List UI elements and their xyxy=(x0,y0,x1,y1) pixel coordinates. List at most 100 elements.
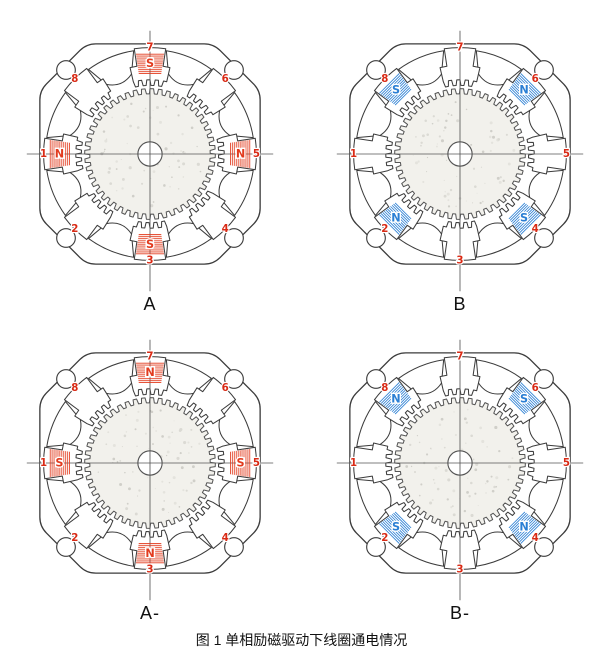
polarity-label-pole-4: N xyxy=(519,521,528,534)
pole-number-1: 1 xyxy=(40,148,47,160)
pole-number-4: 4 xyxy=(222,223,229,235)
pole-number-5: 5 xyxy=(563,148,570,160)
coil-winding-pole-2 xyxy=(379,202,412,235)
rotor-texture xyxy=(405,408,514,517)
diagram-label-b: B xyxy=(453,294,467,314)
stator-pole xyxy=(373,192,424,241)
pole-number-4: 4 xyxy=(532,223,539,235)
mounting-hole xyxy=(56,60,76,80)
coil-winding-pole-1 xyxy=(49,449,70,477)
polarity-label-pole-6: S xyxy=(520,392,528,405)
stator-pole xyxy=(188,499,237,550)
mounting-hole xyxy=(56,537,76,557)
mounting-hole xyxy=(224,369,244,389)
coil-winding-pole-4 xyxy=(508,202,541,235)
pole-number-1: 1 xyxy=(350,457,357,469)
mounting-hole xyxy=(56,369,76,389)
diagram-label-b-minus: B- xyxy=(450,603,470,623)
pole-number-2: 2 xyxy=(71,532,78,544)
pole-number-3: 3 xyxy=(456,563,463,575)
pole-number-4: 4 xyxy=(222,532,229,544)
coil-winding-pole-6 xyxy=(508,382,541,415)
coil-winding-pole-8 xyxy=(379,73,412,106)
pole-number-5: 5 xyxy=(563,457,570,469)
mounting-hole xyxy=(366,228,386,248)
rotor-texture xyxy=(412,101,516,208)
polarity-label-pole-7: S xyxy=(146,57,154,70)
pole-number-8: 8 xyxy=(71,382,78,394)
mounting-hole xyxy=(366,60,386,80)
pole-number-6: 6 xyxy=(222,73,229,85)
pole-number-8: 8 xyxy=(381,73,388,85)
polarity-label-pole-3: S xyxy=(146,238,154,251)
stator-pole xyxy=(373,501,424,550)
motor-cross-section-a: S N N S 1 2 3 4 5 6 7 8 xyxy=(26,30,274,292)
figure-caption: 图 1 单相励磁驱动下线圈通电情况 xyxy=(195,632,408,648)
mounting-hole xyxy=(534,369,554,389)
polarity-label-pole-3: N xyxy=(145,547,154,560)
diagram-label-a: A xyxy=(143,294,157,314)
diagram-label-a-minus: A- xyxy=(140,603,160,623)
pole-number-7: 7 xyxy=(146,42,153,54)
mounting-hole xyxy=(366,537,386,557)
pole-number-5: 5 xyxy=(253,457,260,469)
pole-number-3: 3 xyxy=(146,254,153,266)
mounting-hole xyxy=(224,537,244,557)
stator-pole xyxy=(498,499,547,550)
pole-number-1: 1 xyxy=(350,148,357,160)
stator-pole xyxy=(186,376,237,425)
coil-winding-pole-5 xyxy=(230,449,251,477)
stator-pole xyxy=(63,192,114,241)
mounting-hole xyxy=(56,228,76,248)
coil-winding-pole-4 xyxy=(508,511,541,544)
motor-figure-a: S N N S 1 2 3 4 5 6 7 8 A xyxy=(10,14,290,315)
pole-number-3: 3 xyxy=(146,563,153,575)
pole-number-8: 8 xyxy=(71,73,78,85)
stator-pole xyxy=(63,376,112,427)
polarity-label-pole-8: N xyxy=(391,392,400,405)
polarity-label-pole-1: N xyxy=(55,147,64,160)
coil-winding-pole-3 xyxy=(136,234,164,255)
pole-number-2: 2 xyxy=(381,223,388,235)
pole-number-7: 7 xyxy=(456,42,463,54)
mounting-hole xyxy=(224,60,244,80)
coil-winding-pole-3 xyxy=(136,543,164,564)
stator-pole xyxy=(63,67,112,118)
polarity-label-pole-8: S xyxy=(392,83,400,96)
pole-number-3: 3 xyxy=(456,254,463,266)
pole-number-7: 7 xyxy=(146,351,153,363)
polarity-label-pole-4: S xyxy=(520,212,528,225)
stator-pole xyxy=(496,67,547,116)
stator-pole xyxy=(63,501,114,550)
mounting-hole xyxy=(534,537,554,557)
coil-winding-pole-8 xyxy=(379,382,412,415)
pole-number-2: 2 xyxy=(381,532,388,544)
coil-winding-pole-1 xyxy=(49,140,70,168)
polarity-label-pole-5: S xyxy=(237,457,245,470)
coil-winding-pole-7 xyxy=(136,53,164,74)
pole-number-5: 5 xyxy=(253,148,260,160)
coil-winding-pole-6 xyxy=(508,73,541,106)
mounting-hole xyxy=(534,228,554,248)
stator-pole xyxy=(498,190,547,241)
coil-winding-pole-2 xyxy=(379,511,412,544)
pole-number-8: 8 xyxy=(381,382,388,394)
polarity-label-pole-2: N xyxy=(391,212,400,225)
polarity-label-pole-6: N xyxy=(519,83,528,96)
polarity-label-pole-7: N xyxy=(145,366,154,379)
rotor-texture xyxy=(97,409,201,516)
mounting-hole xyxy=(534,60,554,80)
pole-number-7: 7 xyxy=(456,351,463,363)
pole-number-1: 1 xyxy=(40,457,47,469)
stator-pole xyxy=(186,67,237,116)
polarity-label-pole-5: N xyxy=(236,147,245,160)
coil-winding-pole-7 xyxy=(136,362,164,383)
polarity-label-pole-2: S xyxy=(392,521,400,534)
pole-number-2: 2 xyxy=(71,223,78,235)
coil-winding-pole-5 xyxy=(230,140,251,168)
